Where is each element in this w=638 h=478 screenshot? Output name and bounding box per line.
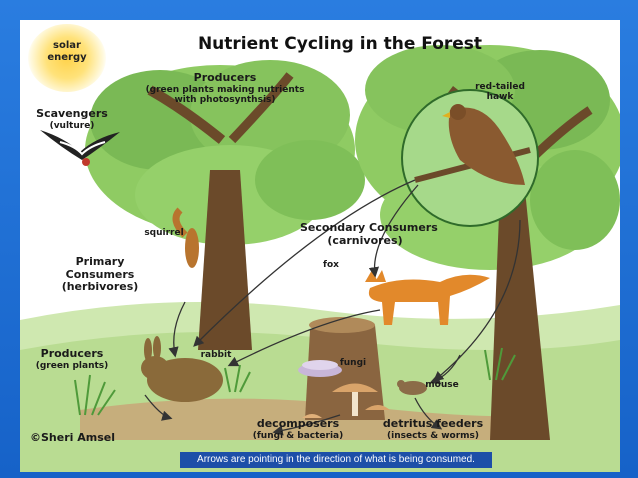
copyright-notice: ©Sheri Amsel [30,431,115,445]
hawk-line-2: hawk [486,92,514,103]
secondary-consumers-sub: (carnivores) [327,233,403,247]
rabbit-text: rabbit [200,350,232,360]
solar-line-1: solar [53,40,81,51]
label-decomposers: decomposers (fungi & bacteria) [248,417,348,441]
label-rabbit: rabbit [196,350,236,360]
detritus-sub: (insects & worms) [387,430,479,441]
arrow-squirrel [168,301,186,358]
fox-icon [365,270,490,325]
label-fungi: fungi [338,358,368,368]
solar-energy-sun [28,24,106,92]
primary-line-1: Primary [75,255,125,268]
grass-tufts [74,347,516,416]
solar-line-2: energy [47,51,87,63]
forest-illustration [20,45,620,472]
tree-canopy-left [85,60,365,245]
solar-energy-label: solar energy [34,40,100,63]
label-mouse: mouse [424,380,460,390]
tree-stump [298,317,385,420]
mouse-icon [397,380,427,395]
vulture-icon [40,130,120,166]
primary-line-2: Consumers [65,267,135,281]
hawk-inset [401,89,539,227]
producers-top-sub1: (green plants making nutrients [145,84,305,95]
label-primary-consumers: Primary Consumers (herbivores) [60,255,140,294]
detritus-title: detritus feeders [382,417,484,430]
secondary-consumers-title: Secondary Consumers [300,221,438,234]
primary-line-3: (herbivores) [61,280,139,294]
arrow-fox-to-rabbit [227,309,381,367]
mouse-text: mouse [425,380,459,390]
decomposers-sub: (fungi & bacteria) [252,430,344,441]
arrow-hawk-to-mouse [432,219,521,382]
fungi-text: fungi [339,358,367,368]
arrow-rabbit-to-plants [144,394,173,421]
label-squirrel: squirrel [138,228,190,238]
label-producers-bottom: Producers (green plants) [32,347,112,371]
arrow-mouse [429,354,461,385]
squirrel-text: squirrel [144,228,184,238]
diagram-title: Nutrient Cycling in the Forest [197,34,483,54]
mushroom-icon [302,383,390,418]
squirrel-icon [172,207,199,268]
decomposers-title: decomposers [256,417,340,430]
label-detritus-feeders: detritus feeders (insects & worms) [378,417,488,441]
scavengers-title: Scavengers [36,107,108,120]
arrow-decomposers [272,414,341,436]
label-fox: fox [316,260,346,270]
producers-top-title: Producers [193,71,257,84]
hawk-line-1: red-tailed [475,82,525,92]
rabbit-icon [141,336,223,402]
label-red-tailed-hawk: red-tailed hawk [470,82,530,103]
diagram-slide: solar energy Nutrient Cycling in the For… [20,20,620,472]
arrow-hawk-to-rabbit [193,179,416,347]
arrow-hawk-to-fox [368,184,419,278]
caption-bar: Arrows are pointing in the direction of … [180,452,492,468]
food-web-arrows [144,179,521,436]
fox-text: fox [323,260,339,270]
label-producers-top: Producers (green plants making nutrients… [140,71,310,105]
producers-bottom-sub: (green plants) [35,360,109,371]
label-secondary-consumers: Secondary Consumers (carnivores) [300,221,438,247]
scavengers-sub: (vulture) [49,120,95,131]
producers-top-sub2: with photosynthsis) [174,94,276,105]
producers-bottom-title: Producers [40,347,104,360]
copyright-text: ©Sheri Amsel [30,431,115,444]
label-scavengers: Scavengers (vulture) [30,107,114,131]
arrow-detritus [414,397,443,430]
